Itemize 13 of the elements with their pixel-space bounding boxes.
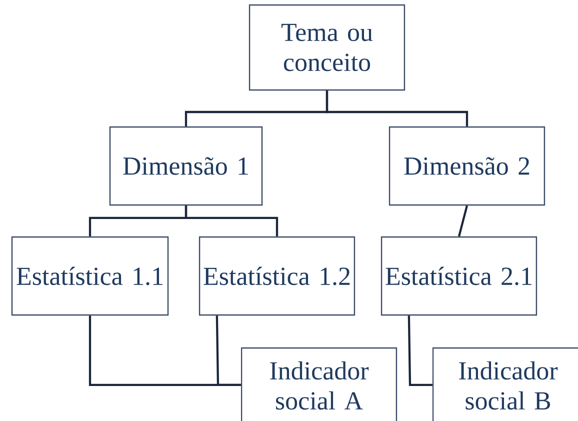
text-box: Dimensão 2 [388,126,546,206]
text-box: Estatística 1.1 [11,236,169,316]
text-box: Indicador social A [240,347,398,421]
text-box: Indicador social B [432,347,578,421]
connector-line [326,90,468,126]
connector-line [216,316,241,386]
text-box: Estatística 2.1 [380,236,538,316]
text-box: Dimensão 1 [109,126,263,206]
connector-line [408,316,432,386]
connector-line [184,206,278,236]
connector-line [458,205,468,237]
text-box: Tema ou conceito [248,4,406,91]
text-box: Estatística 1.2 [198,236,356,316]
